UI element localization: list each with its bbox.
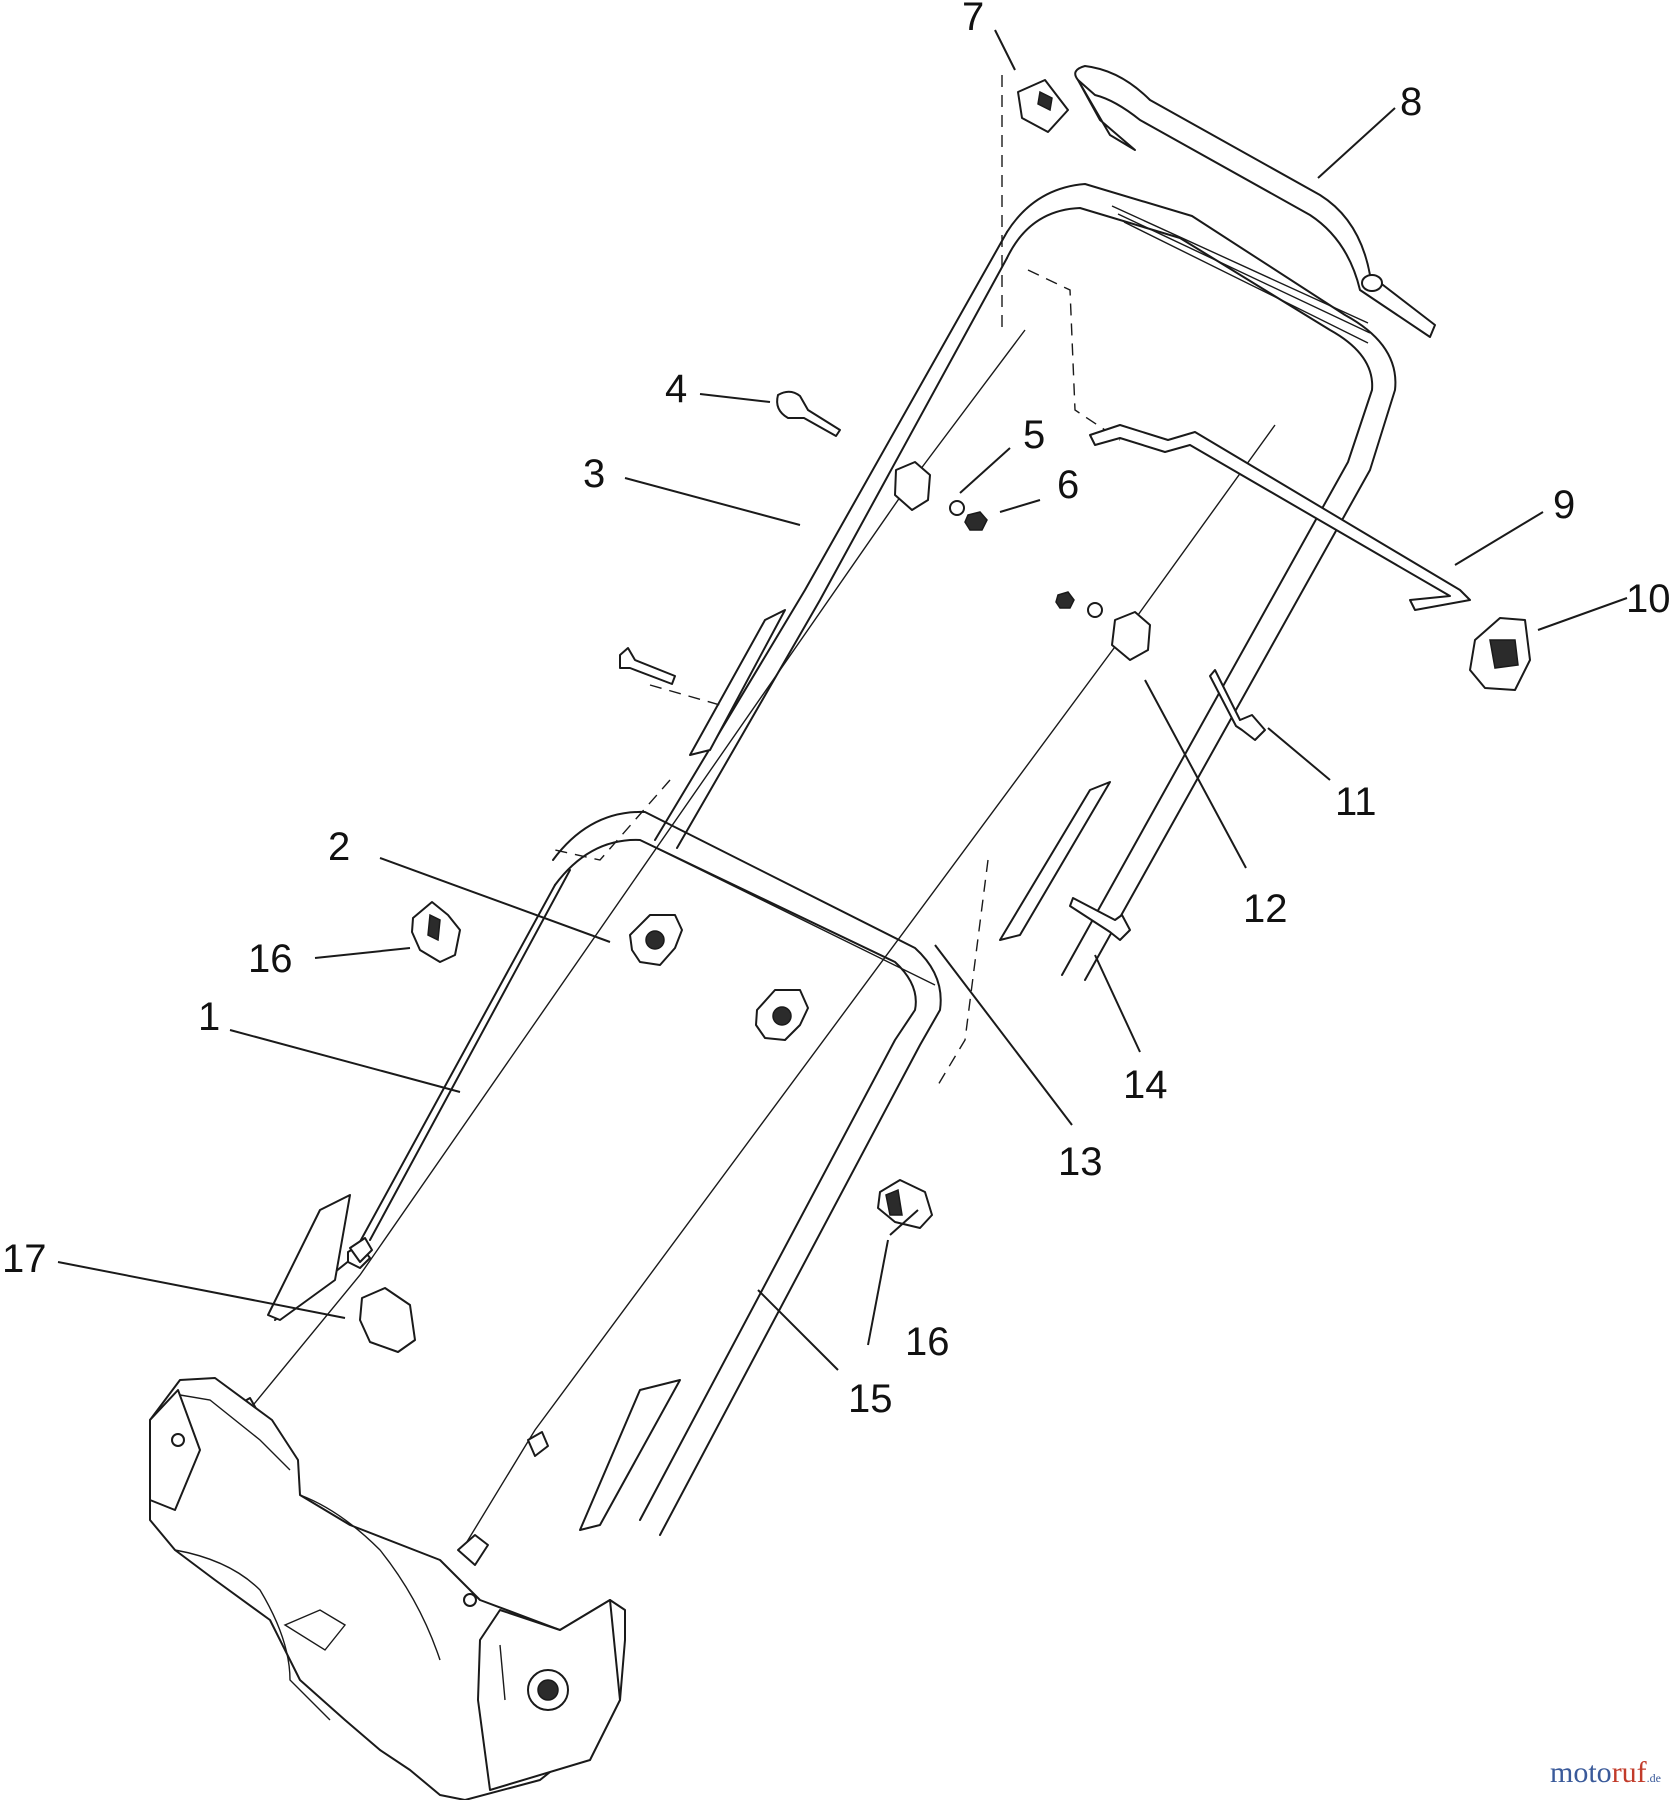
callout-10: 10	[1626, 577, 1671, 621]
callout-3: 3	[583, 452, 605, 496]
bracket-part-10	[1469, 617, 1531, 691]
cable-guide-part-16-upper	[411, 901, 461, 963]
callout-8: 8	[1400, 80, 1422, 124]
callout-numbers: 7 8 4 5 6 3 9 10 11 12 2 16 1 14 13 17 1…	[2, 0, 1671, 1421]
callout-15: 15	[848, 1377, 893, 1421]
clip-part-7	[1017, 79, 1069, 133]
rod-part-9	[1089, 424, 1471, 611]
connector-part-17	[347, 1244, 416, 1353]
callout-16-upper: 16	[248, 937, 293, 981]
upper-handle	[654, 183, 1397, 981]
leader-lines	[57, 29, 1628, 1371]
callout-11: 11	[1335, 780, 1377, 824]
pin-part-4	[776, 390, 841, 437]
mower-deck-housing	[149, 1377, 626, 1800]
bolts	[619, 647, 1266, 941]
callout-7: 7	[962, 0, 984, 39]
watermark-logo: motoruf.de	[1550, 1756, 1661, 1789]
callout-2: 2	[328, 825, 350, 869]
knob-lower	[755, 989, 809, 1041]
control-cables	[244, 329, 1276, 1546]
callout-4: 4	[665, 367, 687, 411]
callout-17: 17	[2, 1237, 47, 1281]
callout-14: 14	[1123, 1063, 1168, 1107]
cable-clamp-part-5	[894, 461, 965, 516]
assembly-lines	[554, 75, 1121, 1091]
callout-1: 1	[198, 995, 220, 1039]
callout-5: 5	[1023, 413, 1045, 457]
lower-handle	[267, 609, 1111, 1536]
callout-9: 9	[1553, 483, 1575, 527]
cable-guide-part-16-lower	[877, 1179, 933, 1229]
bail-bar	[1074, 65, 1436, 338]
cable-clamp-part-12	[1055, 591, 1151, 661]
callout-6: 6	[1057, 463, 1079, 507]
callout-12: 12	[1243, 887, 1288, 931]
callout-13: 13	[1058, 1140, 1103, 1184]
callout-16-lower: 16	[905, 1320, 950, 1364]
nut-part-6	[964, 511, 988, 531]
knob-part-2	[629, 914, 683, 966]
